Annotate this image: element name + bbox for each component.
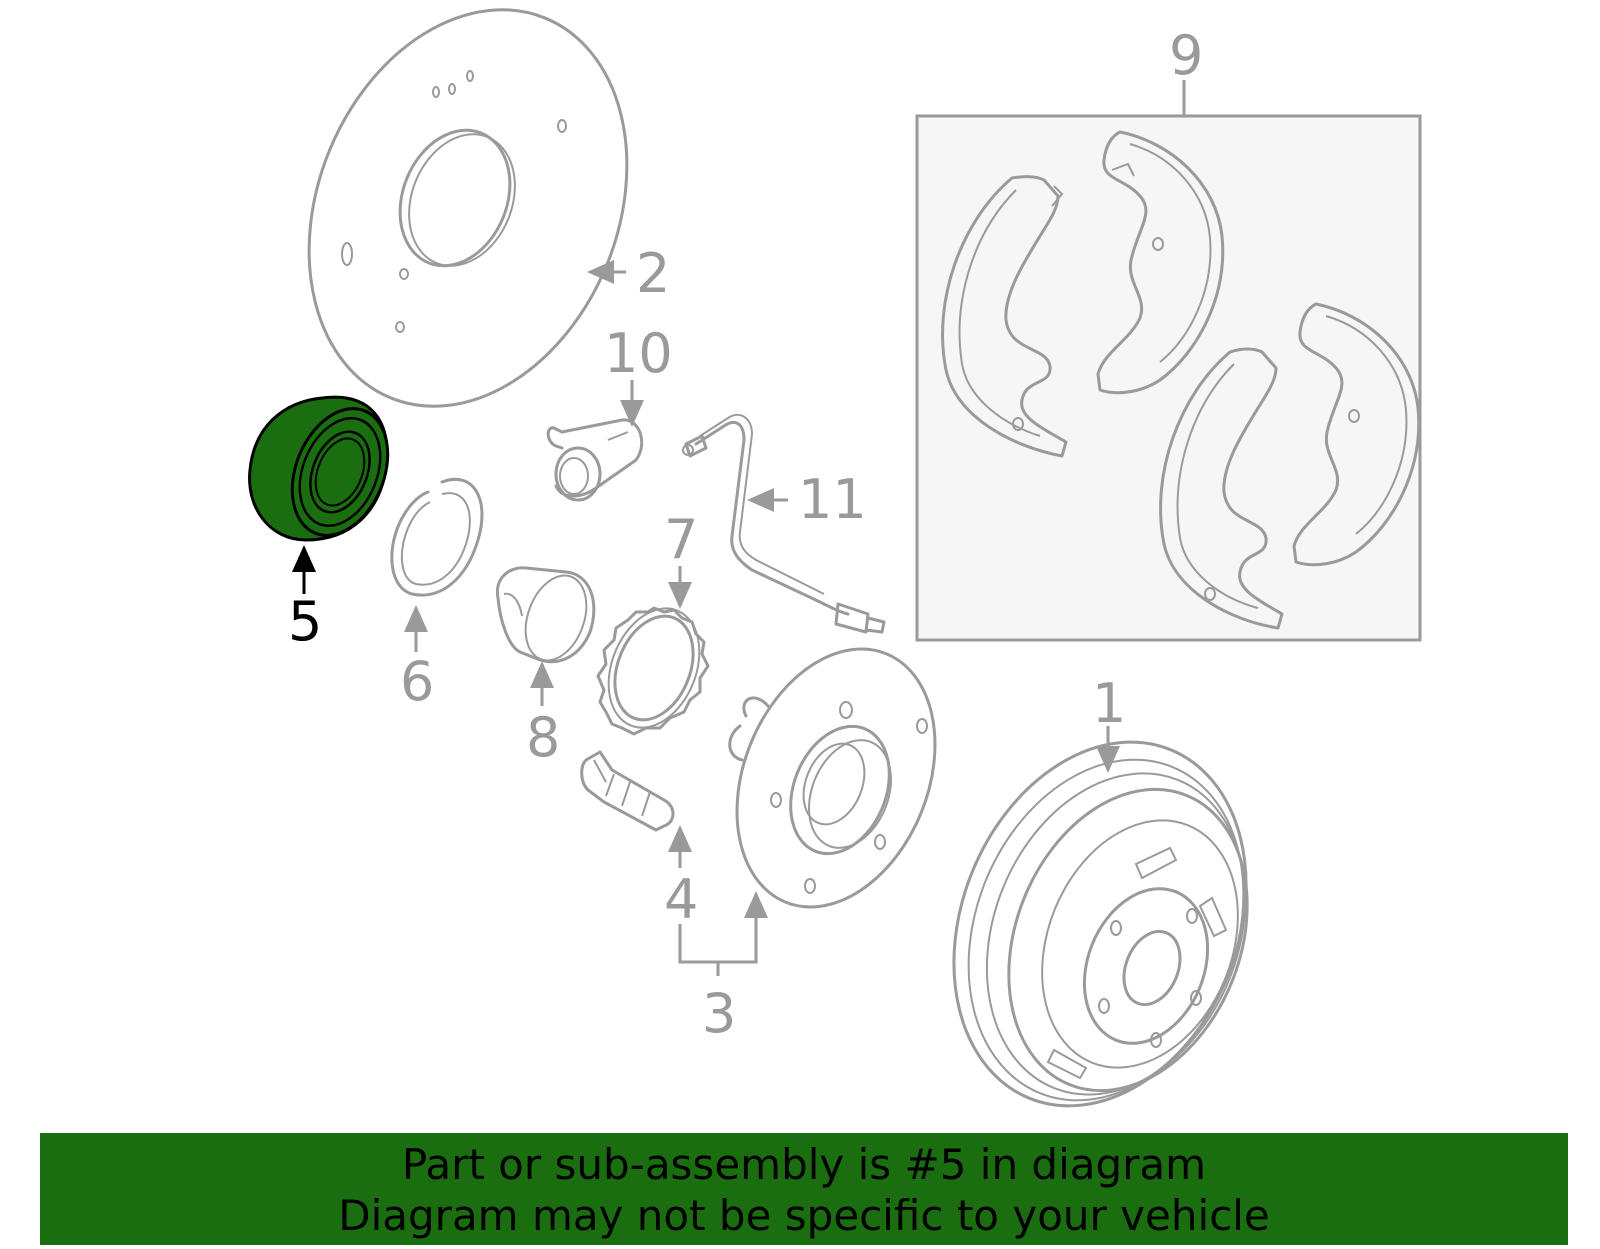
backing-plate-part [307, 8, 629, 408]
callout-3: 3 [702, 982, 736, 1045]
diagram-canvas: 9 2 10 11 7 5 6 8 1 4 3 [248, 8, 1422, 1108]
callout-5: 5 [288, 590, 322, 653]
snap-ring-part [390, 477, 484, 597]
callout-9: 9 [1169, 24, 1203, 87]
callout-8: 8 [526, 706, 560, 769]
callout-4: 4 [664, 868, 698, 931]
wheel-stud-part [580, 750, 675, 832]
brake-line-part [682, 413, 886, 634]
callout-7: 7 [664, 508, 698, 571]
banner-line-1: Part or sub-assembly is #5 in diagram [401, 1140, 1207, 1189]
hub-flange-part [728, 647, 937, 909]
bearing-part-highlighted [248, 395, 390, 542]
seal-part [495, 566, 596, 664]
banner-line-2: Diagram may not be specific to your vehi… [338, 1191, 1270, 1240]
brake-shoe-kit-inset [915, 114, 1422, 642]
callouts: 9 2 10 11 7 5 6 8 1 4 3 [288, 24, 1203, 1045]
tone-ring-part [596, 606, 710, 736]
brake-drum-part [952, 740, 1249, 1108]
callout-2: 2 [636, 242, 670, 305]
callout-11: 11 [798, 468, 867, 531]
callout-6: 6 [400, 650, 434, 713]
callout-1: 1 [1092, 672, 1126, 735]
info-banner: Part or sub-assembly is #5 in diagram Di… [40, 1133, 1568, 1245]
wheel-cylinder-part [546, 418, 644, 502]
callout-10: 10 [604, 322, 673, 385]
